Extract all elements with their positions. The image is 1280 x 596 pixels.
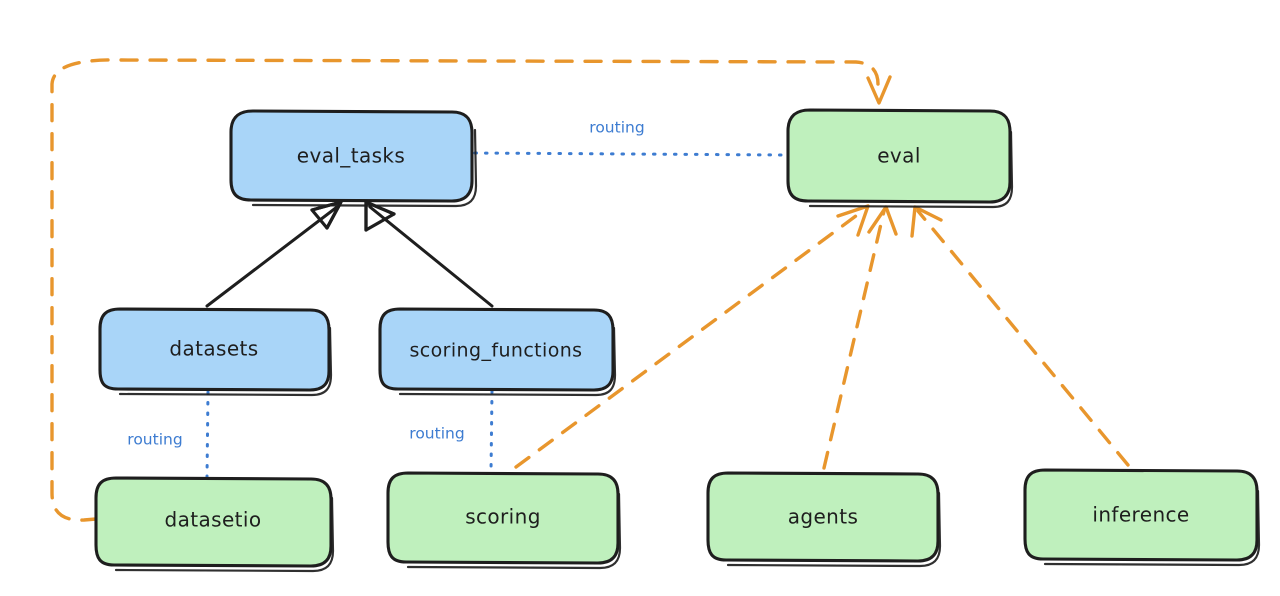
eval-shadow — [808, 130, 1014, 209]
node-inference[interactable]: inference — [1023, 468, 1261, 567]
inference-eval-dependency-path — [916, 209, 1130, 467]
agents-box — [706, 471, 940, 563]
edge-label-routing-datasetio: routing — [127, 431, 182, 449]
eval-box — [786, 108, 1012, 204]
edge-eval-datasetio — [50, 58, 892, 522]
datasetio-label: datasetio — [164, 508, 261, 532]
eval_tasks-label: eval_tasks — [297, 144, 405, 168]
datasets-shadow — [118, 326, 333, 397]
node-scoring[interactable]: scoring — [386, 471, 622, 570]
eval_tasks-shadow — [251, 128, 478, 208]
edge-agents-eval — [822, 205, 898, 470]
edge-datasets-eval_tasks — [205, 200, 343, 308]
inference-shadow — [1043, 489, 1261, 567]
scoring-eval-arrowhead — [836, 204, 870, 237]
edge-label-routing-eval: routing — [589, 119, 644, 137]
agents-shadow — [726, 491, 942, 568]
scoring-eval-dependency-path — [514, 208, 866, 469]
inference-label: inference — [1092, 503, 1189, 527]
eval_tasks-box — [229, 109, 474, 203]
eval_tasks-eval-routing-path — [473, 151, 788, 157]
scoring-box — [386, 471, 620, 565]
edge-scoring_functions-scoring — [489, 389, 494, 474]
datasetio-box — [94, 476, 333, 568]
node-datasetio[interactable]: datasetio — [94, 476, 335, 573]
scoring_functions-shadow — [398, 326, 617, 397]
edge-inference-eval — [910, 205, 1130, 467]
datasets-datasetio-routing-path — [205, 390, 210, 479]
scoring_functions-label: scoring_functions — [410, 340, 583, 362]
scoring_functions-eval_tasks-path — [368, 205, 494, 308]
datasets-eval_tasks-path — [205, 205, 339, 308]
scoring-shadow — [406, 492, 622, 570]
scoring_functions-box — [378, 307, 615, 392]
edge-datasets-datasetio — [205, 390, 210, 479]
agents-eval-arrowhead — [867, 205, 898, 236]
node-eval_tasks[interactable]: eval_tasks — [229, 109, 478, 208]
edge-eval_tasks-eval — [473, 151, 788, 157]
scoring_functions-scoring-routing-path — [489, 389, 494, 474]
node-scoring_functions[interactable]: scoring_functions — [378, 307, 617, 397]
eval-datasetio-arrowhead — [866, 75, 892, 105]
edge-label-routing-scoring: routing — [409, 425, 464, 443]
eval-label: eval — [877, 144, 921, 168]
scoring-label: scoring — [465, 505, 541, 529]
datasets-label: datasets — [169, 337, 258, 361]
node-eval[interactable]: eval — [786, 108, 1014, 209]
eval-datasetio-dependency-path — [50, 58, 880, 522]
agents-eval-dependency-path — [822, 209, 886, 470]
scoring_functions-eval_tasks-arrowhead-fill — [364, 200, 396, 232]
edge-scoring_functions-eval_tasks — [364, 200, 494, 308]
datasets-box — [98, 307, 331, 392]
node-agents[interactable]: agents — [706, 471, 942, 568]
agents-label: agents — [788, 505, 859, 529]
inference-box — [1023, 468, 1259, 562]
node-datasets[interactable]: datasets — [98, 307, 333, 397]
datasetio-shadow — [114, 496, 335, 573]
